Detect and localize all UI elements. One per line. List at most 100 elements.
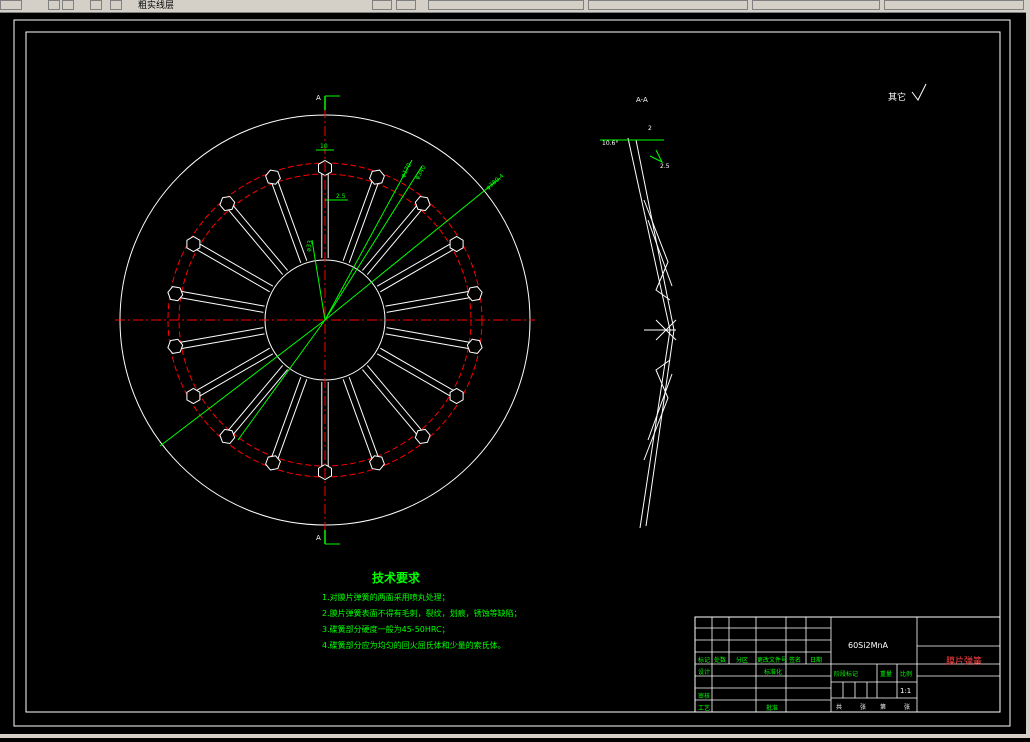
finger-slot-edge	[342, 379, 373, 459]
finger-slot-edge	[181, 291, 265, 307]
dim-phi1: φ170	[400, 162, 414, 179]
finger-slot-edge	[362, 205, 417, 271]
tech-line-4: 4.碟簧部分应为均匀的回火屈氏体和少量的索氏体。	[322, 640, 506, 650]
finger-slot-end	[466, 286, 483, 302]
rev-header-docno: 更改文件号	[757, 656, 787, 664]
finger-slot-edge	[362, 369, 417, 435]
approve-label: 批准	[766, 704, 778, 712]
roughness-mark-section	[649, 149, 664, 164]
sheet-di-label: 第	[880, 703, 886, 711]
section-label-top: A	[316, 94, 321, 102]
finger-slot-end	[369, 169, 385, 185]
finger-slot-end	[414, 195, 431, 212]
part-name-text: 膜片弹簧	[946, 655, 982, 667]
lineweight-dropdown[interactable]	[752, 0, 880, 10]
rev-header-mark: 标记	[698, 656, 710, 664]
autocad-toolbar: 粗实线层	[0, 0, 1030, 13]
finger-slot-end	[219, 195, 236, 212]
dim-phi2: φ340	[414, 164, 428, 181]
toolbar-button-layer-prev[interactable]	[372, 0, 392, 10]
toolbar-button-file[interactable]	[0, 0, 22, 10]
drawing-canvas[interactable]: A A 10 2.5 φ170 φ340 φ380.4 φ33 A-A 10.6…	[0, 12, 1030, 738]
dim-thickness: 2	[648, 125, 652, 132]
tech-line-3: 3.碟簧部分硬度一般为45-50HRC；	[322, 624, 450, 634]
leader-inner	[311, 239, 326, 321]
rev-header-count: 处数	[714, 656, 726, 664]
finger-slot-edge	[181, 333, 265, 349]
toolbar-button-layer-state[interactable]	[48, 0, 60, 10]
dim-angle: 10.6°	[602, 140, 618, 147]
finger-slot-edge	[199, 353, 274, 397]
finger-slot-end	[186, 235, 201, 253]
finger-slot-edge	[366, 209, 422, 275]
technical-requirements: 技术要求 1.对膜片弹簧的两面采用喷丸处理； 2.膜片弹簧表面不得有毛刺，裂纹，…	[322, 570, 522, 650]
finger-slot-end	[167, 286, 184, 302]
finger-slot-edge	[228, 209, 284, 275]
rev-header-date: 日期	[810, 656, 822, 664]
finger-slot-edge	[233, 369, 288, 435]
finger-slot-edge	[196, 249, 270, 293]
designer-label: 设计	[698, 668, 710, 676]
finger-slot-edge	[233, 205, 288, 271]
slot-offset-dim: 2.5	[336, 193, 346, 200]
roughness-note: 其它	[888, 91, 906, 103]
leader-phi2	[324, 165, 423, 321]
finger-slot-edge	[366, 365, 422, 431]
slot-width-dim: 10	[320, 143, 328, 150]
section-finger-upper	[643, 199, 671, 301]
finger-slot-edge	[376, 243, 451, 287]
finger-slot-edge	[277, 379, 308, 459]
section-label-bottom: A	[316, 534, 321, 542]
finger-slot-end	[167, 338, 184, 354]
leader-phi2-ext	[237, 319, 326, 441]
linetype-dropdown[interactable]	[588, 0, 748, 10]
finger-slot-edge	[348, 376, 379, 457]
toolbar-button-layer-manager[interactable]	[396, 0, 416, 10]
process-label: 工艺	[698, 704, 710, 712]
finger-slot-end	[449, 235, 464, 253]
plotstyle-dropdown[interactable]	[884, 0, 1024, 10]
weight-label: 重量	[880, 670, 892, 678]
toolbar-button-layer-lock[interactable]	[90, 0, 102, 10]
section-finger-upper-2	[647, 219, 673, 287]
tech-line-2: 2.膜片弹簧表面不得有毛刺，裂纹，划痕，锈蚀等缺陷；	[322, 608, 522, 618]
finger-slot-edge	[180, 327, 264, 343]
spring-fingers	[167, 159, 483, 481]
layer-dropdown[interactable]: 粗实线层	[138, 1, 175, 11]
rev-header-sign: 签名	[789, 656, 801, 664]
inner-frame	[25, 31, 1001, 713]
finger-slot-end	[466, 338, 483, 354]
dim-inner: φ33	[305, 240, 314, 253]
rev-header-zone: 分区	[736, 656, 748, 664]
scale-label: 比例	[900, 670, 912, 678]
toolbar-button-layer-color[interactable]	[110, 0, 122, 10]
dim-t2: 2.5	[660, 163, 670, 170]
finger-slot-edge	[342, 181, 373, 261]
finger-slot-edge	[271, 376, 302, 457]
toolbar-button-layer-freeze[interactable]	[62, 0, 74, 10]
title-block-grid	[695, 617, 1000, 712]
standardize-label: 标准化	[764, 668, 782, 676]
horizontal-scrollbar[interactable]	[0, 734, 1030, 738]
front-view: A A 10 2.5 φ170 φ340 φ380.4 φ33	[115, 94, 535, 545]
tech-line-1: 1.对膜片弹簧的两面采用喷丸处理；	[322, 592, 450, 602]
finger-slot-edge	[386, 297, 470, 313]
sheet-zhang-label: 张	[860, 703, 866, 711]
finger-slot-end	[265, 455, 281, 471]
finger-slot-end	[369, 455, 385, 471]
section-finger-lower-2	[647, 373, 673, 441]
finger-slot-edge	[199, 243, 274, 287]
color-dropdown[interactable]	[428, 0, 584, 10]
checker-label: 审核	[698, 692, 710, 700]
tech-title: 技术要求	[372, 570, 421, 585]
roughness-symbol-icon	[911, 83, 927, 101]
finger-slot-edge	[196, 347, 270, 391]
leader-phi3	[324, 177, 501, 321]
scale-value: 1:1	[900, 687, 911, 695]
finger-slot-end	[219, 428, 236, 445]
finger-slot-end	[265, 169, 281, 185]
finger-slot-edge	[380, 347, 454, 391]
dim-phi3: φ380.4	[485, 172, 506, 191]
vertical-scrollbar[interactable]	[1026, 12, 1030, 738]
sheet-total-label: 共	[836, 703, 842, 711]
